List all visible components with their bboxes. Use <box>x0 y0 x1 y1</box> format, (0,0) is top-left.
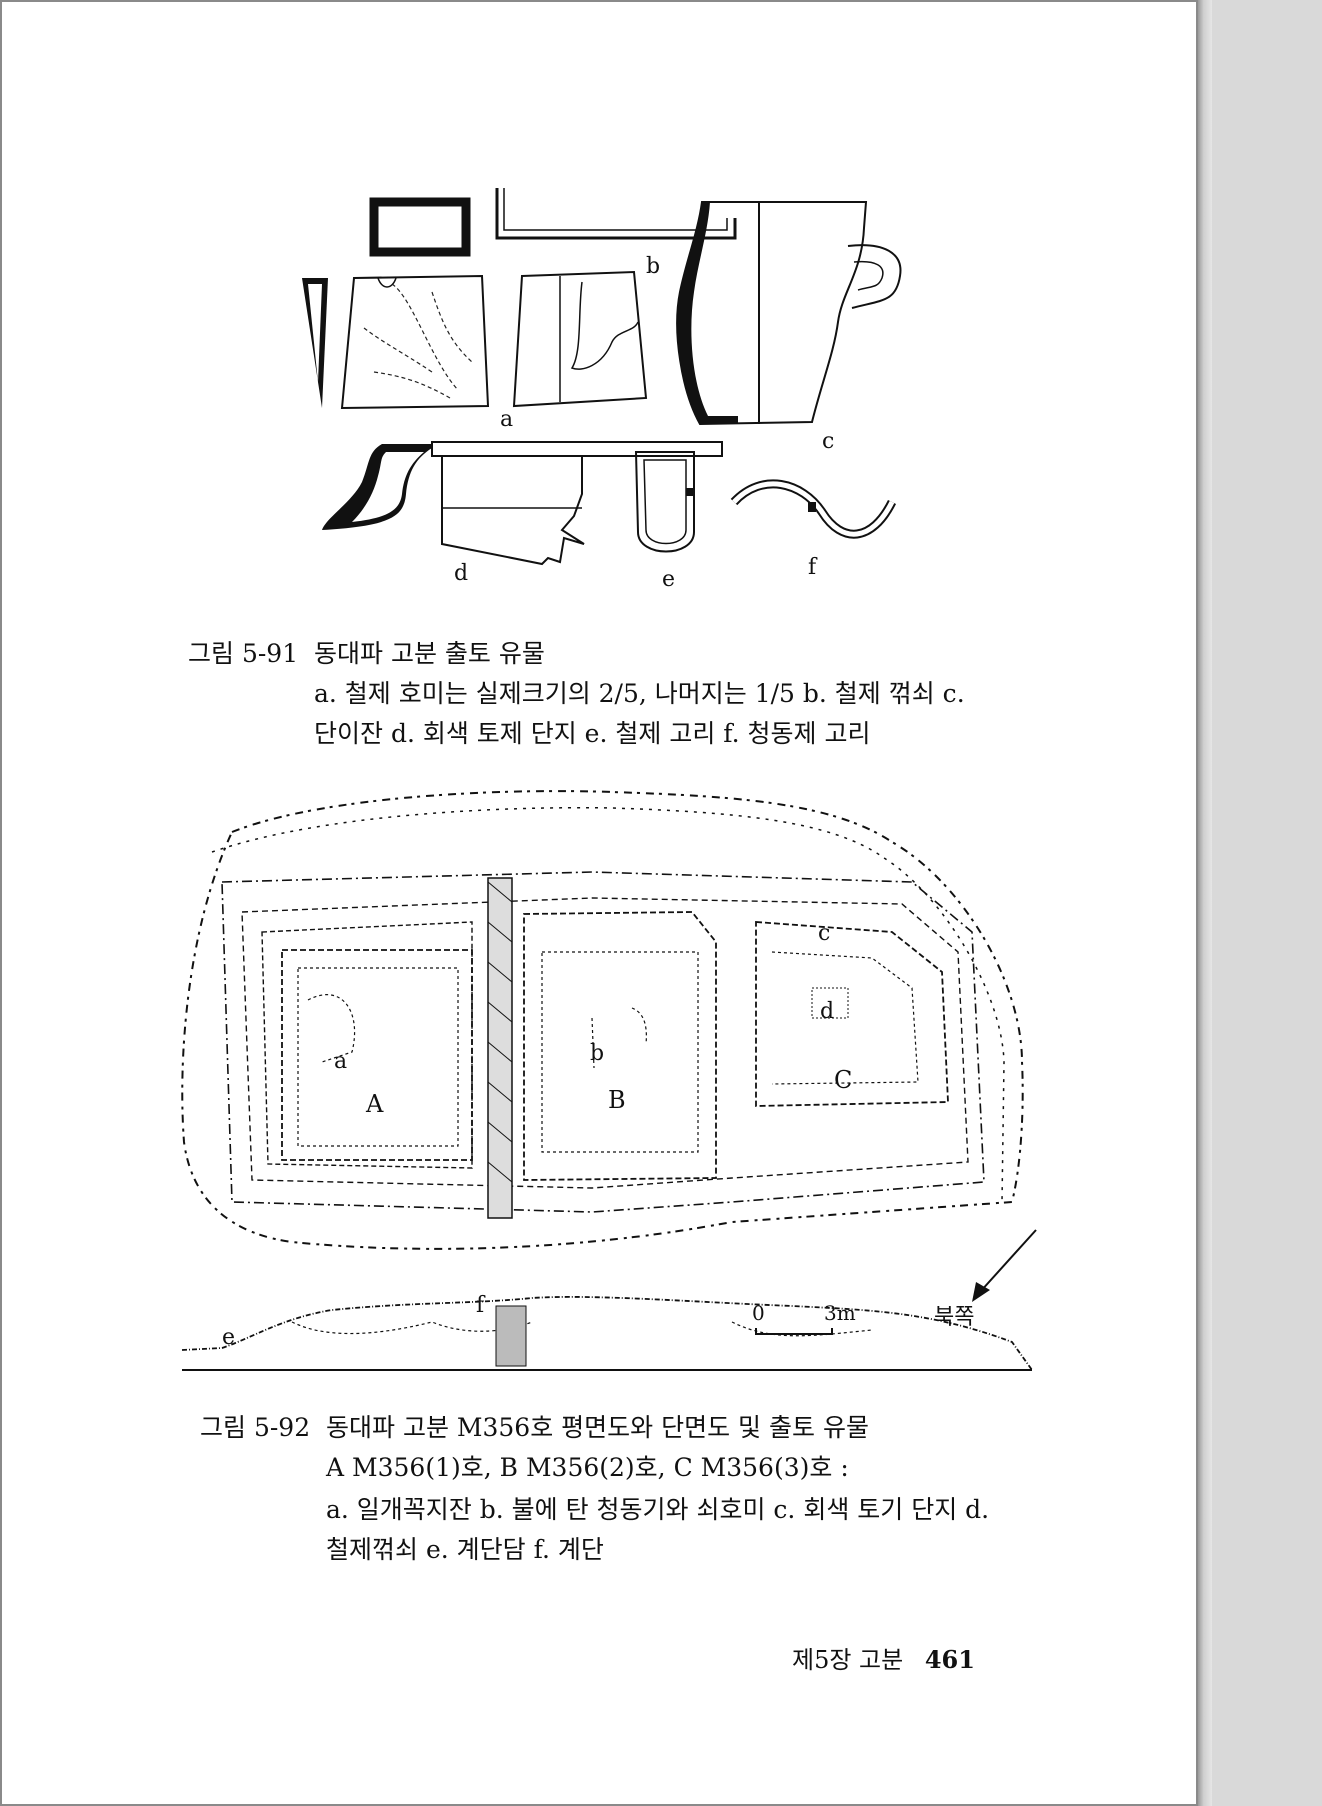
figure-5-91-number: 그림 5-91 <box>188 639 299 668</box>
outer-stone-ring <box>181 790 1024 1250</box>
label-d-clamp: d <box>820 999 834 1024</box>
north-label: 북쪽 <box>934 1305 974 1330</box>
artifact-a-hoe-back <box>512 270 648 408</box>
figure-5-92-plan-drawing: a A b B c d C 0 3m 북쪽 e f <box>181 790 1037 1371</box>
chamber-C <box>755 921 949 1107</box>
section-stairway <box>495 1305 527 1367</box>
chamber-B <box>523 911 717 1181</box>
label-f: f <box>808 555 818 580</box>
label-b-bronze: b <box>590 1041 604 1066</box>
label-d: d <box>454 561 468 586</box>
figure-5-91-caption-line-3: 단이잔 d. 회색 토제 단지 e. 철제 고리 f. 청동제 고리 <box>314 719 871 748</box>
page-footer: 제5장 고분 461 <box>792 1640 975 1675</box>
label-B-chamber: B <box>608 1086 626 1114</box>
scale-zero: 0 <box>752 1301 765 1325</box>
running-chapter-title: 제5장 고분 <box>792 1646 904 1674</box>
chamber-A <box>281 949 473 1161</box>
central-stairway <box>487 877 513 1219</box>
north-arrow <box>979 1229 1037 1293</box>
scale-value: 3m <box>824 1301 856 1325</box>
figure-5-91-caption-line-2: a. 철제 호미는 실제크기의 2/5, 나머지는 1/5 b. 철제 꺾쇠 c… <box>314 679 965 708</box>
artifact-b-clamp <box>495 188 737 240</box>
page-number: 461 <box>924 1645 975 1674</box>
page-edge-shadow <box>1198 0 1212 1806</box>
figure-5-92-caption-line-3: a. 일개꼭지잔 b. 불에 탄 청동기와 쇠호미 c. 회색 토기 단지 d. <box>326 1495 990 1524</box>
figure-5-91-drawing: b a c d e f <box>302 188 902 592</box>
label-e: e <box>662 567 675 592</box>
label-c-jar: c <box>818 921 830 946</box>
artifact-a-hoe-front <box>340 274 490 410</box>
book-page: b a c d e f 그림 <box>0 0 1198 1806</box>
figure-5-92-caption-line-4: 철제꺾쇠 e. 계단담 f. 계단 <box>326 1535 604 1564</box>
label-A-chamber: A <box>365 1090 384 1118</box>
figure-5-91-title: 동대파 고분 출토 유물 <box>314 639 545 668</box>
label-a-cup: a <box>334 1049 347 1074</box>
section-profile <box>181 1296 1034 1371</box>
artifact-c-cup <box>676 201 868 426</box>
artifact-e-ring <box>634 451 695 553</box>
clamp-frame <box>369 197 471 257</box>
figure-5-92-caption-line-2: A M356(1)호, B M356(2)호, C M356(3)호 : <box>326 1453 849 1482</box>
label-f-stairs: f <box>476 1293 486 1318</box>
label-e-wall: e <box>222 1325 235 1350</box>
label-a: a <box>500 407 513 432</box>
figure-5-92-title: 동대파 고분 M356호 평면도와 단면도 및 출토 유물 <box>326 1413 869 1442</box>
terrace-step-2 <box>241 897 969 1189</box>
label-C-chamber: C <box>834 1066 852 1094</box>
label-b: b <box>646 254 660 279</box>
terrace-step-3 <box>261 921 473 1169</box>
label-c: c <box>822 429 834 454</box>
figure-5-92-number: 그림 5-92 <box>200 1413 311 1442</box>
artifact-d-jar-body <box>441 456 585 566</box>
artifact-c-handle <box>847 244 902 309</box>
